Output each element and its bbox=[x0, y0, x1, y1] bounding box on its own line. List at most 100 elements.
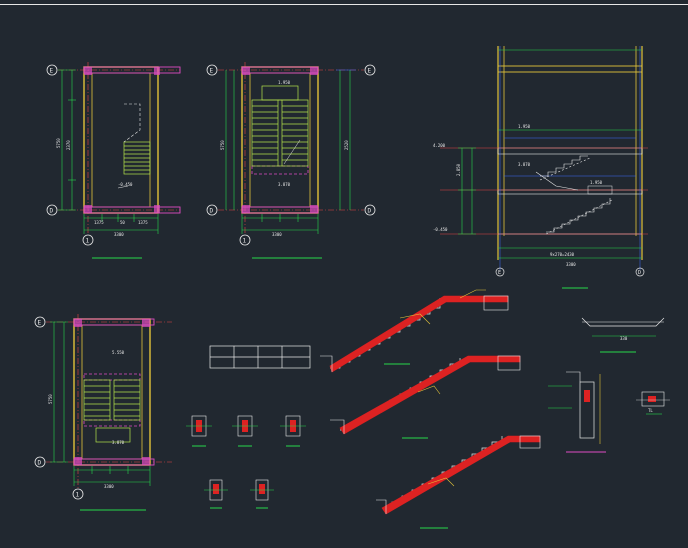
axis-bubble-d-right bbox=[364, 204, 376, 216]
stair-slab bbox=[339, 355, 521, 435]
section-elevation: 4.200 -0.450 2.850 1.950 3.870 1.950 9x2… bbox=[433, 46, 648, 289]
axis-bubble-e bbox=[46, 64, 58, 76]
axis-bubble-d bbox=[46, 204, 58, 216]
dim-side-flight: 2520 bbox=[344, 140, 349, 150]
axis-label-e: E bbox=[38, 320, 42, 327]
column-tr bbox=[154, 67, 160, 75]
stair-flight bbox=[123, 141, 151, 175]
axis-label-e: E bbox=[210, 68, 214, 75]
dim-left-3: 1375 bbox=[138, 220, 148, 225]
rebar-detail-2 bbox=[232, 415, 258, 447]
column-bl bbox=[74, 457, 82, 465]
axis-bubble-e bbox=[34, 316, 46, 328]
section-axis-bubble-right bbox=[635, 267, 645, 277]
dim-left-2: 50 bbox=[120, 220, 125, 225]
level-a: 5.550 bbox=[112, 350, 125, 355]
stair-flights bbox=[251, 85, 309, 167]
dim-total: 3300 bbox=[272, 232, 282, 237]
dim-side-total: 5750 bbox=[220, 140, 225, 150]
section-dim-bottom: 3300 bbox=[566, 262, 576, 267]
support-left bbox=[376, 499, 387, 514]
small-section-right: TL bbox=[636, 391, 670, 415]
dim-side-flight: 2370 bbox=[66, 140, 71, 150]
beam-dim: 330 bbox=[620, 336, 628, 341]
support-right bbox=[483, 295, 509, 311]
axis-label-d-right: D bbox=[368, 208, 372, 215]
column-bracket bbox=[566, 371, 581, 382]
lower-stair-steps bbox=[546, 198, 611, 233]
section-dims-left bbox=[458, 147, 476, 235]
section-axis-right-label: D bbox=[638, 270, 641, 276]
slab-mid bbox=[497, 147, 643, 155]
axis-label-d: D bbox=[210, 208, 214, 215]
rebar-callout bbox=[399, 313, 431, 325]
upper-stair-steps bbox=[540, 155, 588, 177]
rebar-detail-row bbox=[186, 415, 306, 509]
axis-bubble-d bbox=[206, 204, 218, 216]
section-floor-label-2: 3.870 bbox=[518, 162, 531, 167]
beam-detail-right: 330 bbox=[581, 317, 665, 353]
rebar-detail-3 bbox=[280, 415, 306, 447]
axis-label-1: 1 bbox=[76, 492, 80, 499]
column-tl bbox=[84, 67, 92, 75]
wall-outline bbox=[83, 66, 159, 214]
section-axis-bubble-left bbox=[495, 267, 505, 277]
upper-stair-soffit bbox=[539, 157, 591, 181]
axis-label-d: D bbox=[50, 208, 54, 215]
rebar-detail-5 bbox=[250, 479, 274, 509]
column-tr bbox=[310, 67, 318, 75]
small-section-label: TL bbox=[648, 408, 653, 413]
rebar-callout-2 bbox=[459, 289, 486, 299]
section-label-a: -0.450 bbox=[433, 227, 448, 232]
dim-side-total: 5750 bbox=[56, 138, 61, 148]
dim-side-total: 5750 bbox=[48, 394, 53, 404]
rebar-detail-1 bbox=[186, 415, 212, 447]
column-bl bbox=[84, 205, 92, 213]
level-b: 3.870 bbox=[112, 440, 125, 445]
side-dimensions bbox=[50, 321, 68, 463]
stair-slab bbox=[381, 435, 541, 515]
lower-stair-soffit bbox=[545, 199, 613, 235]
landing-beam bbox=[251, 165, 309, 175]
wall-outline bbox=[241, 66, 319, 214]
column-br bbox=[142, 457, 150, 465]
axis-label-e: E bbox=[50, 68, 54, 75]
column-section-detail bbox=[548, 371, 606, 453]
model-space-border bbox=[0, 4, 688, 5]
axis-bubble-1 bbox=[239, 234, 251, 246]
column-body bbox=[579, 381, 595, 439]
bottom-dimensions bbox=[241, 214, 319, 234]
break-line bbox=[123, 103, 141, 143]
small-section-box bbox=[641, 391, 665, 407]
dim-left-1: 1375 bbox=[94, 220, 104, 225]
side-dimensions bbox=[225, 70, 351, 210]
side-dimensions bbox=[58, 69, 76, 211]
landing-beam-top bbox=[83, 373, 141, 381]
plan-bottom-left: E D 1 bbox=[34, 314, 172, 511]
column-bl bbox=[242, 205, 250, 213]
column-core bbox=[584, 390, 590, 402]
landing-label-box bbox=[587, 185, 613, 195]
stair-flights bbox=[83, 379, 141, 443]
stair-flight-detail-3 bbox=[376, 435, 541, 529]
rebar-callout bbox=[417, 385, 441, 395]
leader bbox=[117, 185, 129, 189]
section-label-c: 2.850 bbox=[456, 163, 461, 176]
axis-bubble-1 bbox=[82, 234, 94, 246]
section-axis-left-label: E bbox=[498, 270, 501, 276]
stair-flight-detail-1 bbox=[320, 289, 509, 373]
support-right bbox=[519, 435, 541, 449]
bottom-dimensions bbox=[83, 214, 159, 234]
section-floor-label-1: 1.950 bbox=[518, 124, 531, 129]
slab-landing bbox=[497, 189, 643, 195]
axis-bubble-e bbox=[206, 64, 218, 76]
stair-flight-detail-2 bbox=[330, 355, 521, 439]
dim-total: 3300 bbox=[104, 484, 114, 489]
schedule-table bbox=[209, 345, 311, 369]
axis-bubble-e-right bbox=[364, 64, 376, 76]
axis-bubble-1 bbox=[72, 488, 84, 500]
plan-top-left: E D 1 bbox=[46, 62, 181, 259]
dim-total: 3300 bbox=[114, 232, 124, 237]
axis-bubble-d bbox=[34, 456, 46, 468]
